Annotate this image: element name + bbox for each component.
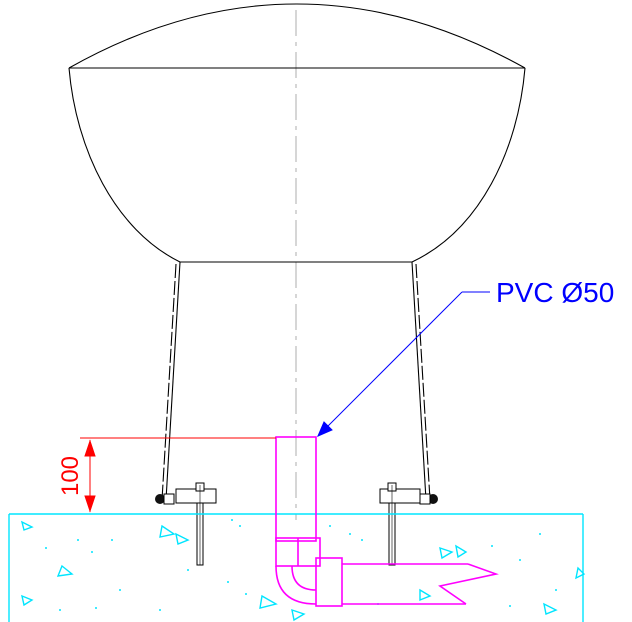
pvc-pipe — [275, 436, 499, 607]
stem — [161, 261, 431, 501]
right-anchor-bolt — [379, 482, 438, 566]
dome-cap — [68, 3, 526, 263]
concrete-base — [8, 513, 586, 622]
dimension-value: 100 — [57, 456, 84, 496]
left-anchor-bolt — [155, 482, 217, 566]
pipe-callout-label: PVC Ø50 — [496, 277, 614, 308]
concrete-speckles — [45, 519, 557, 611]
height-dimension — [80, 437, 276, 513]
callout-leader — [317, 291, 490, 437]
